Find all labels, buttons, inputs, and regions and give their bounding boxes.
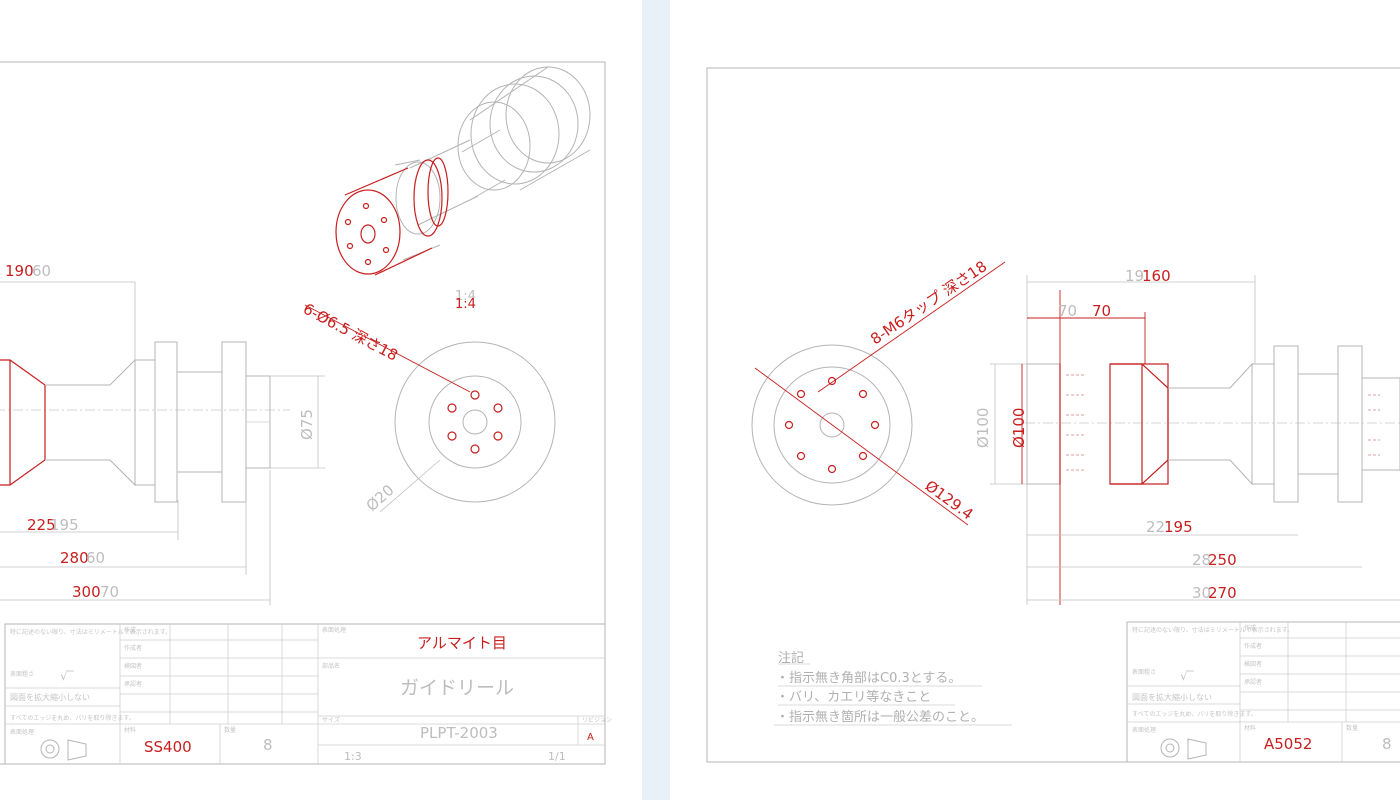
right-dimensions [990, 275, 1400, 605]
svg-text:承認者: 承認者 [124, 680, 142, 688]
tap-callout: 8-M6タップ 深さ18 [867, 257, 990, 348]
svg-text:作成者: 作成者 [124, 644, 142, 652]
len4-new: 250 [1208, 551, 1237, 569]
front-view [0, 341, 290, 503]
svg-text:√‾: √‾ [60, 669, 75, 683]
notes-heading: 注記 [778, 650, 804, 666]
sheet-border [706, 67, 1400, 763]
len1-old: 19 [1125, 267, 1144, 285]
quantity: 8 [1382, 735, 1392, 753]
revision: A [587, 732, 594, 743]
svg-text:表面処理: 表面処理 [10, 728, 34, 736]
scale: 1:3 [344, 750, 362, 763]
svg-text:作成: 作成 [124, 626, 136, 634]
title-block: 特に記述のない限り、寸法はミリメートルで表示されます。 表面粗さ √‾ 作成 作… [1126, 621, 1400, 763]
hole-callout: 6-Ø6.5 深さ18 [300, 300, 401, 365]
len1-new: 190 [5, 262, 34, 280]
svg-text:表面粗さ: 表面粗さ [10, 670, 34, 678]
svg-text:表面処理: 表面処理 [1132, 726, 1156, 734]
svg-text:材料: 材料 [124, 726, 136, 734]
len2-old: 70 [1058, 302, 1077, 320]
len1-old: 60 [32, 262, 51, 280]
len3-new: 195 [1164, 518, 1193, 536]
len2-new: 225 [27, 516, 56, 534]
dia129-label: Ø129.4 [922, 477, 977, 524]
len3-new: 280 [60, 549, 89, 567]
len4-new: 300 [72, 583, 101, 601]
svg-text:すべてのエッジを丸め、バリを取り除きます。: すべてのエッジを丸め、バリを取り除きます。 [1132, 710, 1257, 718]
iso-scale-old: 1:4 [455, 289, 476, 304]
enlarge-note: 図面を拡大縮小しない [10, 692, 90, 702]
note-line-1: ・指示無き角部はC0.3とする。 [776, 671, 961, 686]
svg-text:材料: 材料 [1244, 724, 1256, 732]
svg-text:承認者: 承認者 [1244, 678, 1262, 686]
svg-text:部品名: 部品名 [322, 662, 340, 670]
dia20-label: Ø20 [363, 481, 398, 515]
svg-text:表面処理: 表面処理 [322, 626, 346, 634]
isometric-view [335, 66, 591, 276]
right-drawing-sheet: 8-M6タップ 深さ18 Ø129.4 19 1 [706, 67, 1400, 763]
svg-text:作成者: 作成者 [1244, 642, 1262, 650]
len3-old: 60 [86, 549, 105, 567]
quantity: 8 [263, 736, 273, 754]
end-view [751, 261, 1006, 526]
end-view [379, 341, 556, 513]
note-line-3: ・指示無き箇所は一般公差のこと。 [776, 709, 984, 725]
svg-text:作成: 作成 [1244, 624, 1256, 632]
len1-new: 160 [1142, 267, 1171, 285]
title-old: アルマイト目 [417, 634, 507, 652]
front-view [1025, 290, 1400, 605]
title-block: 特に記述のない限り、寸法はミリメートルで表示されます。 表面粗さ √‾ 作成 作… [4, 623, 612, 765]
svg-text:特に記述のない限り、寸法はミリメートルで表示されます。: 特に記述のない限り、寸法はミリメートルで表示されます。 [10, 628, 171, 636]
svg-text:すべてのエッジを丸め、バリを取り除きます。: すべてのエッジを丸め、バリを取り除きます。 [10, 714, 135, 722]
iso-scale: 1:4 [455, 297, 476, 312]
material: A5052 [1264, 735, 1312, 753]
svg-text:数量: 数量 [1346, 724, 1358, 732]
dia100-new: Ø100 [1010, 408, 1028, 448]
notes [774, 663, 1012, 726]
dia100-old: Ø100 [974, 408, 992, 448]
svg-text:数量: 数量 [224, 726, 236, 734]
drawing-number: PLPT-2003 [420, 724, 498, 742]
note-line-2: ・バリ、カエリ等なきこと [776, 689, 931, 705]
enlarge-note: 図面を拡大縮小しない [1132, 692, 1212, 702]
part-name: ガイドリール [400, 677, 514, 699]
len4-old: 70 [100, 583, 119, 601]
svg-text:検図者: 検図者 [1244, 660, 1262, 668]
left-dimensions [0, 281, 325, 605]
len3-old: 22 [1146, 518, 1165, 536]
len2-old: 195 [50, 516, 79, 534]
len5-old: 30 [1192, 584, 1211, 602]
svg-text:検図者: 検図者 [124, 662, 142, 670]
sheet-divider [642, 0, 670, 800]
svg-text:表面粗さ: 表面粗さ [1132, 668, 1156, 676]
len4-old: 28 [1192, 551, 1211, 569]
len2-new: 70 [1092, 302, 1111, 320]
svg-text:特に記述のない限り、寸法はミリメートルで表示されます。: 特に記述のない限り、寸法はミリメートルで表示されます。 [1132, 626, 1293, 634]
sheet-number: 1/1 [548, 750, 566, 763]
len5-new: 270 [1208, 584, 1237, 602]
material: SS400 [144, 738, 192, 756]
dia75-label: Ø75 [298, 409, 316, 440]
svg-text:サイズ: サイズ [322, 716, 340, 724]
left-drawing-sheet: 1:4 1:4 Ø20 6-Ø6.5 深さ18 [0, 61, 612, 765]
svg-text:リビジョン: リビジョン [582, 716, 612, 724]
svg-text:√‾: √‾ [1180, 669, 1195, 683]
